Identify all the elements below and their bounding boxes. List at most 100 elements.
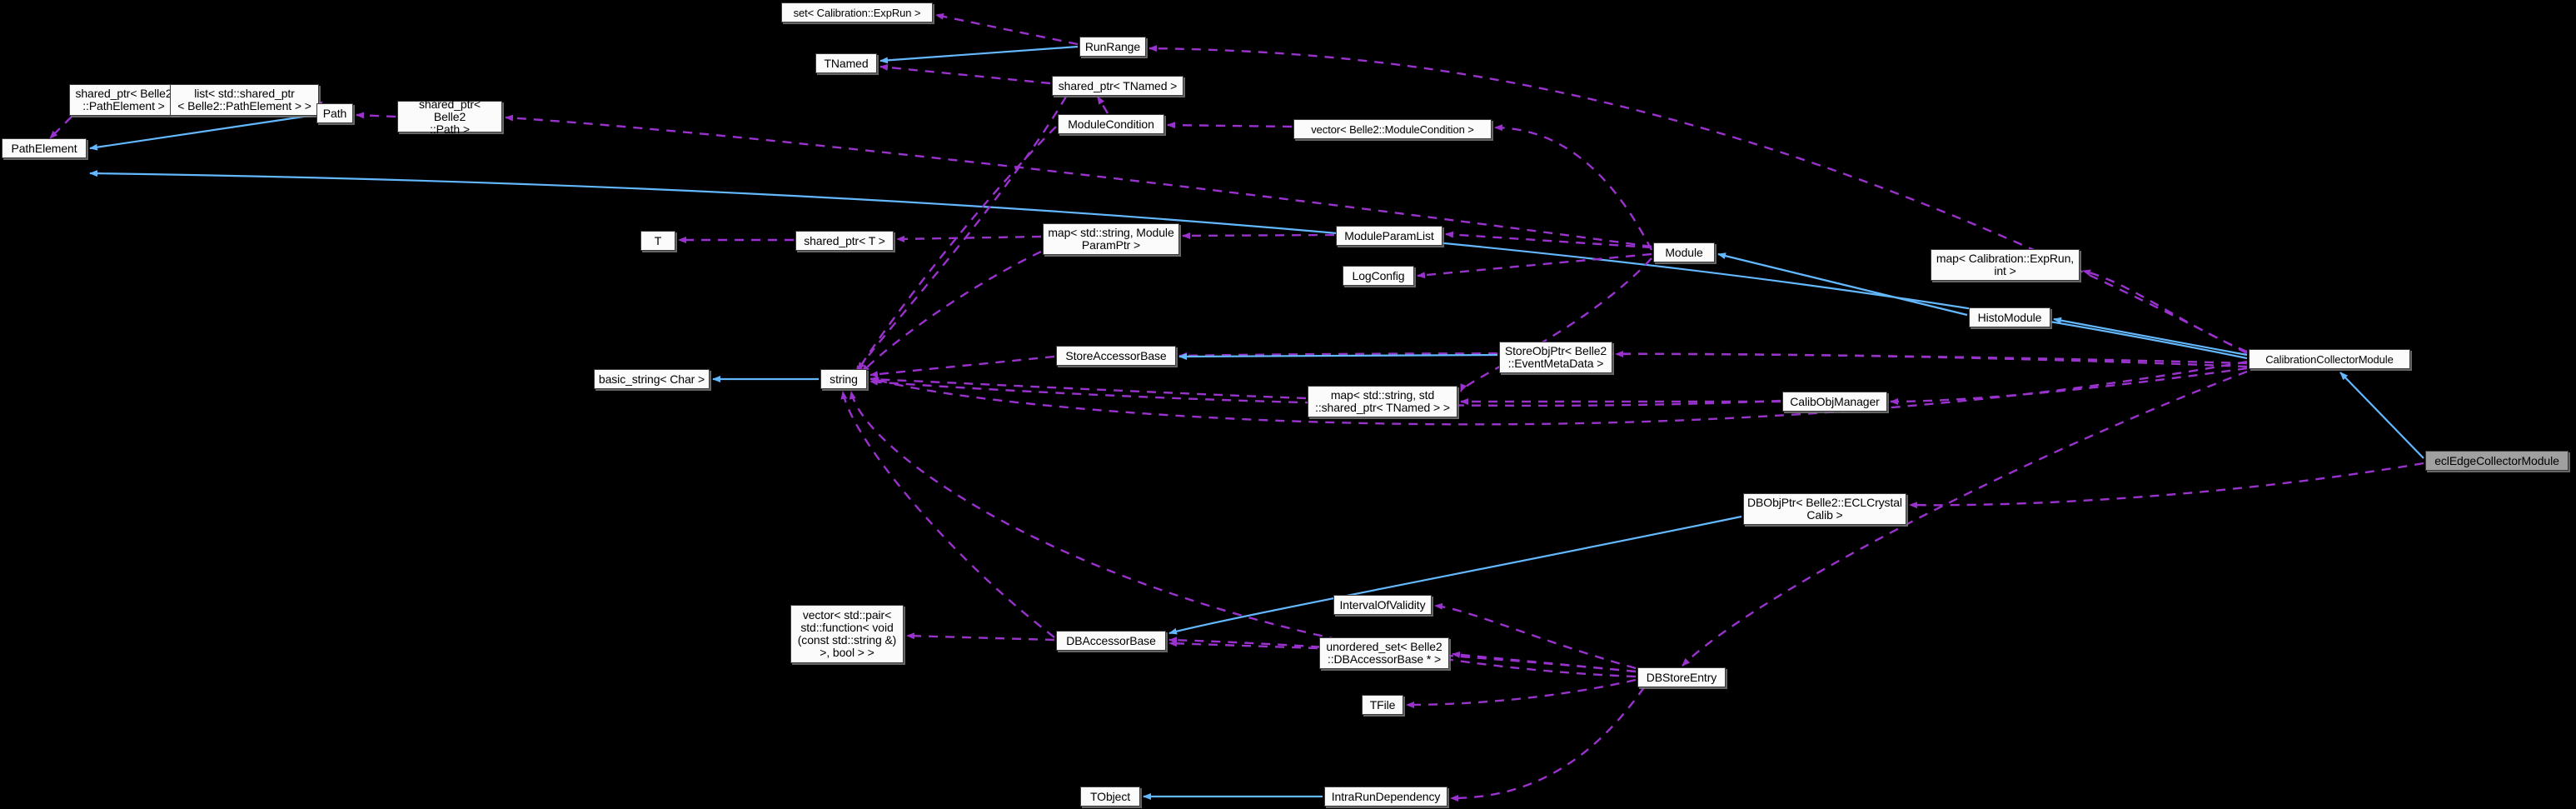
class-node-calibObjManager[interactable]: CalibObjManager	[1782, 392, 1887, 412]
edge-calibCollector-to-string	[870, 360, 2248, 426]
class-node-label: eclEdgeCollectorModule	[2434, 453, 2559, 467]
edge-calibCollector-to-histoModule	[2053, 317, 2248, 357]
class-node-list_sharedptr[interactable]: list< std::shared_ptr < Belle2::PathElem…	[170, 84, 319, 116]
class-node-label: RunRange	[1084, 39, 1141, 53]
class-node-storeObjPtr[interactable]: StoreObjPtr< Belle2 ::EventMetaData >	[1499, 342, 1612, 373]
class-node-tnamed[interactable]: TNamed	[815, 53, 877, 73]
edge-module-to-vec_modcond	[1494, 124, 1653, 251]
edge-sharedptr_path-to-path	[356, 112, 396, 119]
class-node-vec_pair_fn[interactable]: vector< std::pair< std::function< void (…	[790, 605, 904, 663]
class-node-intervalOfValidity[interactable]: IntervalOfValidity	[1333, 595, 1432, 615]
class-node-label: CalibrationCollectorModule	[2265, 352, 2394, 366]
class-node-label: ModuleParamList	[1344, 228, 1434, 242]
edge-unordered_set_db-to-dbAccessorBase	[1168, 640, 1318, 650]
class-node-label: DBObjPtr< Belle2::ECLCrystal Calib >	[1747, 496, 1902, 522]
class-node-unordered_set_db[interactable]: unordered_set< Belle2 ::DBAccessorBase *…	[1319, 637, 1449, 669]
edge-map_modparam-to-sharedptr_T	[896, 235, 1042, 242]
class-node-set_expRun[interactable]: set< Calibration::ExpRun >	[781, 2, 933, 22]
edge-calibCollector-to-calibObjManager	[1890, 367, 2248, 405]
class-node-pathElement[interactable]: PathElement	[2, 138, 87, 158]
class-node-label: unordered_set< Belle2 ::DBAccessorBase *…	[1326, 640, 1442, 666]
class-node-intraRunDep[interactable]: IntraRunDependency	[1324, 787, 1447, 807]
class-node-tobject[interactable]: TObject	[1080, 787, 1140, 807]
class-node-label: LogConfig	[1352, 268, 1405, 282]
edge-calibCollector-to-runRange	[1148, 45, 2248, 355]
class-node-label: CalibObjManager	[1790, 394, 1880, 408]
edge-dbStoreEntry-to-tfile	[1406, 678, 1637, 708]
edge-module-to-logConfig	[1417, 252, 1652, 279]
class-node-sharedptr_T[interactable]: shared_ptr< T >	[795, 231, 894, 251]
class-node-label: StoreObjPtr< Belle2 ::EventMetaData >	[1504, 344, 1607, 370]
edge-runRange-to-tnamed	[879, 45, 1079, 64]
class-node-map_str_tnamed[interactable]: map< std::string, std ::shared_ptr< TNam…	[1308, 386, 1457, 417]
edge-calibCollector-to-pathElement	[89, 170, 2248, 360]
class-node-label: shared_ptr< Belle2 ::Path >	[418, 97, 481, 136]
edge-path-to-pathElement	[89, 113, 316, 151]
class-node-sharedptr_pathel[interactable]: shared_ptr< Belle2 ::PathElement >	[69, 84, 178, 116]
class-node-label: PathElement	[11, 141, 77, 155]
class-node-path[interactable]: Path	[316, 103, 353, 123]
class-node-label: string	[830, 372, 858, 386]
edge-storeAccessorBase-to-string	[869, 355, 1055, 378]
edge-dbStoreEntry-to-unordered_set_db	[1452, 651, 1637, 673]
class-node-t_tmpl[interactable]: T	[640, 231, 675, 251]
class-node-label: TFile	[1369, 697, 1396, 712]
class-node-label: TNamed	[824, 56, 869, 70]
class-node-moduleCondition[interactable]: ModuleCondition	[1058, 114, 1164, 134]
class-node-logConfig[interactable]: LogConfig	[1343, 266, 1414, 286]
class-node-module[interactable]: Module	[1653, 242, 1715, 262]
edge-dbAccessorBase-to-vec_pair_fn	[906, 632, 1055, 642]
class-node-tfile[interactable]: TFile	[1362, 695, 1403, 715]
class-node-label: DBStoreEntry	[1646, 670, 1717, 684]
class-node-label: map< std::string, std ::shared_ptr< TNam…	[1315, 388, 1450, 414]
class-node-histoModule[interactable]: HistoModule	[1969, 307, 2050, 327]
edge-dbStoreEntry-to-string	[849, 391, 1637, 678]
class-node-label: shared_ptr< T >	[804, 233, 885, 247]
class-node-label: vector< std::pair< std::function< void (…	[797, 608, 897, 659]
class-node-label: StoreAccessorBase	[1065, 348, 1167, 362]
edge-runRange-to-set_expRun	[935, 12, 1079, 46]
class-node-dbAccessorBase[interactable]: DBAccessorBase	[1056, 631, 1166, 651]
class-node-label: shared_ptr< TNamed >	[1058, 78, 1178, 92]
edge-eclEdgeCollector-to-dbObjPtr	[1909, 462, 2424, 509]
edge-storeObjPtr-to-storeAccessorBase	[1178, 352, 1498, 360]
edge-dbObjPtr-to-dbAccessorBase	[1168, 515, 1742, 635]
class-node-label: map< std::string, Module ParamPtr >	[1048, 226, 1174, 252]
edge-moduleParamList-to-map_modparam	[1182, 232, 1335, 239]
edge-map_str_tnamed-to-string	[869, 376, 1307, 400]
edge-sharedptr_pathel-to-pathElement	[49, 116, 72, 139]
class-node-dbStoreEntry[interactable]: DBStoreEntry	[1637, 667, 1726, 687]
class-node-basic_string[interactable]: basic_string< Char >	[594, 369, 710, 389]
class-node-label: T	[654, 233, 662, 247]
class-node-label: Path	[322, 106, 347, 120]
class-node-runRange[interactable]: RunRange	[1079, 37, 1146, 57]
class-node-vec_modcond[interactable]: vector< Belle2::ModuleCondition >	[1293, 119, 1492, 139]
class-node-label: DBAccessorBase	[1066, 633, 1156, 647]
class-node-label: ModuleCondition	[1068, 117, 1154, 131]
class-node-eclEdgeCollector[interactable]: eclEdgeCollectorModule	[2425, 451, 2569, 471]
class-node-sharedptr_tnamed[interactable]: shared_ptr< TNamed >	[1052, 76, 1183, 96]
edge-sharedptr_tnamed-to-tnamed	[879, 63, 1051, 85]
edge-calibObjManager-to-string	[869, 378, 1781, 407]
edge-eclEdgeCollector-to-calibCollector	[2339, 372, 2424, 459]
class-node-label: vector< Belle2::ModuleCondition >	[1311, 122, 1474, 136]
class-node-label: basic_string< Char >	[598, 372, 705, 386]
edge-dbStoreEntry-to-intervalOfValidity	[1434, 602, 1637, 670]
class-node-moduleParamList[interactable]: ModuleParamList	[1336, 226, 1442, 246]
class-node-label: TObject	[1089, 789, 1131, 803]
class-node-string[interactable]: string	[820, 369, 867, 389]
edge-moduleCondition-to-sharedptr_tnamed	[1096, 96, 1109, 114]
class-node-label: IntraRunDependency	[1331, 789, 1441, 803]
edge-calibCollector-to-map_expRun_int	[2082, 269, 2248, 353]
class-node-calibCollector[interactable]: CalibrationCollectorModule	[2249, 349, 2410, 369]
class-node-storeAccessorBase[interactable]: StoreAccessorBase	[1056, 346, 1176, 366]
edge-calibCollector-to-storeObjPtr	[1615, 350, 2248, 368]
class-node-map_expRun_int[interactable]: map< Calibration::ExpRun, int >	[1931, 249, 2080, 281]
edge-sharedptr_tnamed-to-string	[857, 96, 1068, 371]
edge-calibCollector-to-dbStoreEntry	[1682, 370, 2248, 667]
class-node-sharedptr_path[interactable]: shared_ptr< Belle2 ::Path >	[397, 97, 502, 135]
class-node-dbObjPtr[interactable]: DBObjPtr< Belle2::ECLCrystal Calib >	[1743, 493, 1906, 525]
class-node-map_modparam[interactable]: map< std::string, Module ParamPtr >	[1043, 223, 1179, 255]
edge-vec_modcond-to-moduleCondition	[1167, 122, 1293, 129]
